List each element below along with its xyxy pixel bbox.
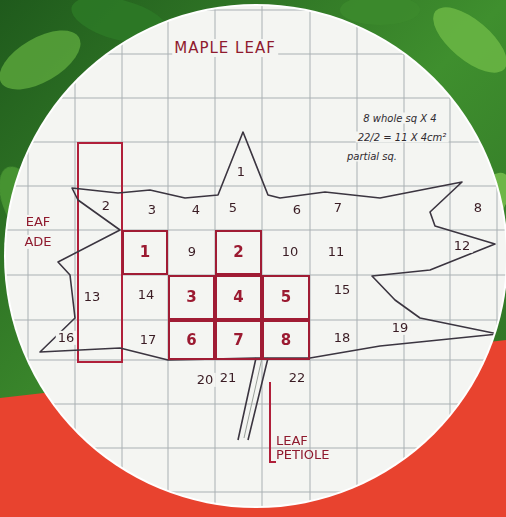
callout-number: 17 <box>138 333 159 347</box>
area-note: partial sq. <box>345 151 399 162</box>
callout-number: 14 <box>136 288 157 302</box>
whole-square: 6 <box>168 320 215 360</box>
whole-square: 1 <box>122 230 168 275</box>
callout-number: 1 <box>235 165 247 179</box>
callout-number: 10 <box>280 245 301 259</box>
square-number: 4 <box>231 289 245 306</box>
callout-number: 19 <box>390 321 411 335</box>
whole-square: 4 <box>215 275 262 320</box>
callout-number: 7 <box>332 201 344 215</box>
square-number: 8 <box>279 332 293 349</box>
petiole-midrib <box>244 358 262 438</box>
square-number: 2 <box>231 244 245 261</box>
whole-square: 5 <box>262 275 310 320</box>
callout-number: 9 <box>186 245 198 259</box>
callout-number: 8 <box>472 201 484 215</box>
callout-number: 3 <box>146 203 158 217</box>
whole-square: 7 <box>215 320 262 360</box>
callout-number: 6 <box>291 203 303 217</box>
whole-square: 8 <box>262 320 310 360</box>
callout-number: 11 <box>326 245 347 259</box>
square-number: 7 <box>231 332 245 349</box>
callout-number: 21 <box>218 371 239 385</box>
square-number: 1 <box>138 244 152 261</box>
callout-number: 18 <box>332 331 353 345</box>
part-name: LEAF PETIOLE <box>274 434 350 463</box>
callout-number: 16 <box>56 331 77 345</box>
area-note: 22/2 = 11 X 4cm² <box>356 132 449 143</box>
square-number: 5 <box>279 289 293 306</box>
area-note: 8 whole sq X 4 <box>361 113 438 124</box>
callout-number: 15 <box>332 283 353 297</box>
petiole-leader <box>270 382 276 462</box>
square-number: 6 <box>184 332 198 349</box>
callout-number: 4 <box>190 203 202 217</box>
part-name: ADE <box>22 235 53 249</box>
part-name: EAF <box>24 215 53 229</box>
blade-bracket <box>78 143 122 362</box>
callout-number: 2 <box>100 199 112 213</box>
callout-number: 13 <box>82 290 103 304</box>
square-number: 3 <box>184 289 198 306</box>
petiole-outline <box>238 358 268 440</box>
diagram-title: MAPLE LEAF <box>172 39 278 57</box>
callout-number: 22 <box>287 371 308 385</box>
whole-square: 3 <box>168 275 215 320</box>
callout-number: 20 <box>195 373 216 387</box>
callout-number: 5 <box>227 201 239 215</box>
paper-rim <box>4 4 506 508</box>
callout-number: 12 <box>452 239 473 253</box>
graph-paper <box>6 6 506 506</box>
whole-square: 2 <box>215 230 262 275</box>
leaf-outline <box>40 132 498 360</box>
